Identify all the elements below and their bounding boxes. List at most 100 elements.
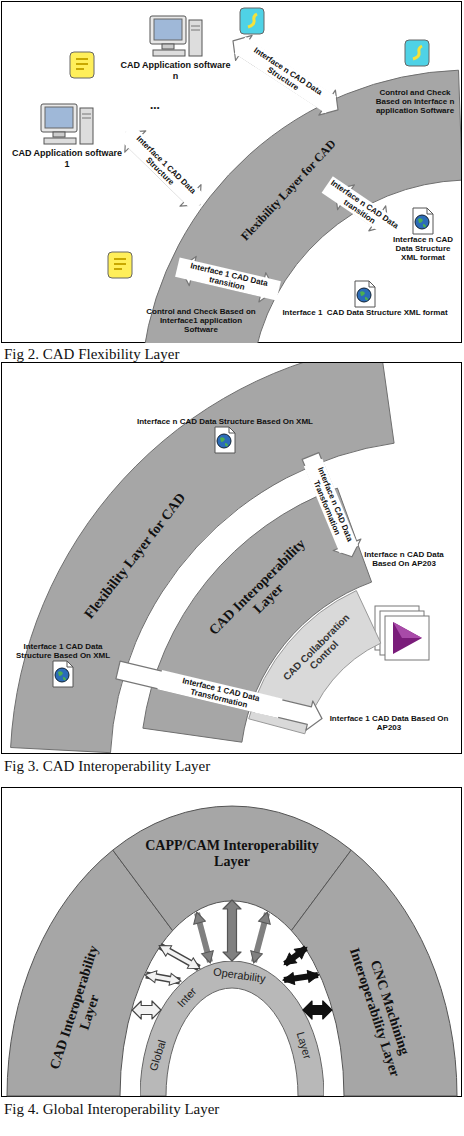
node-label: Interface 1 CAD Data Structure Based On … xyxy=(10,642,116,660)
computer-node: CAD Application software 1 xyxy=(8,100,126,172)
icon-holder xyxy=(148,14,204,60)
data-transfer-arrow xyxy=(116,661,322,730)
node-label: Interface 1 CAD Data Structure XML forma… xyxy=(282,308,447,317)
data-transfer-arrow xyxy=(132,1001,161,1019)
control-label: Control and Check Based on Interface1 ap… xyxy=(140,305,262,336)
globe xyxy=(217,434,231,448)
xml-document-icon xyxy=(411,207,435,235)
xml-document-icon xyxy=(51,660,75,688)
icon-body xyxy=(405,40,429,66)
data-arrow xyxy=(284,975,318,980)
arrow-label: Interface 1 CAD Data Structure xyxy=(119,125,207,212)
computer-icon xyxy=(39,102,95,148)
ellipsis-label: ... xyxy=(150,98,160,112)
data-arrow-fill xyxy=(155,977,171,980)
ring-segment-label: CAD Interoperability Layer xyxy=(32,934,132,1086)
icon-swirl xyxy=(413,46,422,59)
monitor xyxy=(150,16,186,44)
screen xyxy=(154,19,182,40)
xml-document: Interface 1 CAD Data Structure Based On … xyxy=(8,640,118,690)
node-label: Interface n CAD Data Structure XML forma… xyxy=(390,235,456,262)
figure-caption: Fig 2. CAD Flexibility Layer xyxy=(4,346,179,363)
figure-frame xyxy=(2,788,462,1097)
layer-band: Flexibility Layer for CADControl and Che… xyxy=(2,2,461,343)
icon-swirl xyxy=(248,14,257,27)
xml-document: Interface n CAD Data Structure Based On … xyxy=(130,415,320,456)
figure-caption: Fig 4. Global Interoperability Layer xyxy=(4,1101,219,1118)
node-label: CAD Interoperability Layer xyxy=(46,940,118,1079)
data-transfer-arrow xyxy=(233,35,338,115)
globe-land xyxy=(58,671,66,680)
software-icon xyxy=(405,40,429,66)
node-label: Interface 1 CAD Data Based On AP203 xyxy=(324,714,454,732)
page-fold xyxy=(369,281,375,287)
data-arrow xyxy=(160,946,199,968)
data-arrow xyxy=(197,913,210,962)
icon-triangle-light xyxy=(393,622,422,638)
globe xyxy=(55,668,69,682)
page-fold xyxy=(427,208,433,214)
globe-land xyxy=(220,437,228,446)
node-label: Interface n CAD Data Based On AP203 xyxy=(354,550,454,568)
band-outline xyxy=(11,363,395,753)
stand xyxy=(53,132,65,137)
keyboard xyxy=(153,50,185,56)
page xyxy=(355,281,375,307)
data-arrow xyxy=(146,975,180,981)
ap203-icon xyxy=(375,606,429,660)
xml-document: Interface n CAD Data Structure XML forma… xyxy=(388,205,458,264)
keyboard xyxy=(44,138,76,144)
node-label: CAD Application software n xyxy=(120,60,231,82)
icon-lines xyxy=(76,59,88,69)
page xyxy=(413,208,433,234)
band-outline xyxy=(140,961,324,1096)
drive-slot xyxy=(82,118,91,119)
ring-segment-label: CAPP/CAM Interoperability Layer xyxy=(142,808,322,900)
data-arrow xyxy=(254,913,267,962)
icon-holder xyxy=(51,660,75,688)
computer-icon xyxy=(148,14,204,60)
globe xyxy=(415,215,429,229)
software-icon xyxy=(240,8,264,34)
arrow-label: Interface n CAD Data Structure xyxy=(234,37,336,114)
computer-node: CAD Application software n xyxy=(118,12,233,84)
page-fold xyxy=(229,427,235,433)
screen xyxy=(45,107,73,128)
data-transfer-arrow xyxy=(125,131,201,206)
icon-holder xyxy=(411,207,435,235)
stand xyxy=(162,44,174,49)
band-shape xyxy=(2,2,461,343)
tower xyxy=(189,20,202,56)
data-transfer-arrow xyxy=(302,453,361,557)
data-transfer-arrow xyxy=(303,1001,332,1019)
ap203-data: Interface 1 CAD Data Based On AP203 xyxy=(322,712,456,734)
xml-document-icon xyxy=(353,280,377,308)
globe-land xyxy=(360,291,368,300)
software-icon xyxy=(70,52,94,78)
node-label: Control and Check Based on Interface1 ap… xyxy=(142,307,260,334)
icon-body xyxy=(70,52,94,78)
page xyxy=(53,661,73,687)
node-label: Interface n CAD Data Structure Based On … xyxy=(137,417,313,426)
drive-slot xyxy=(191,30,200,31)
icon-triangle xyxy=(393,622,422,654)
xml-document-icon xyxy=(213,426,237,454)
data-transfer-arrow xyxy=(180,256,275,302)
software-icon xyxy=(108,252,132,278)
global-ring: GlobalInterOperabilityLayer xyxy=(140,961,324,1096)
icon-holder xyxy=(39,102,95,148)
control-label: Control and Check Based on Interface n a… xyxy=(372,86,458,117)
page xyxy=(215,427,235,453)
band-shape xyxy=(140,961,324,1096)
globe xyxy=(357,288,371,302)
monitor xyxy=(41,104,77,132)
icon-holder xyxy=(213,426,237,454)
data-transfer-arrow xyxy=(223,900,241,961)
xml-document: Interface 1 CAD Data Structure XML forma… xyxy=(275,278,455,319)
icon-body xyxy=(108,252,132,278)
page-fold xyxy=(67,661,73,667)
drive-slot xyxy=(191,26,200,27)
icon-holder xyxy=(353,280,377,308)
node-label: CNC Machining Interoperability Layer xyxy=(346,940,418,1079)
